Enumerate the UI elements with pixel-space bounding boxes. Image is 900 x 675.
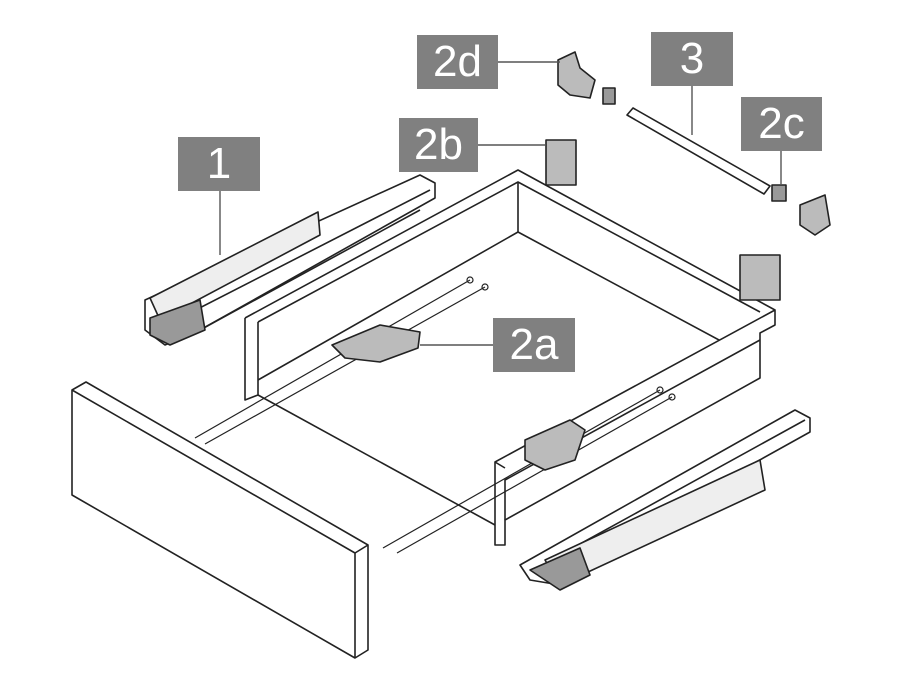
front-bracket-right [524,419,586,471]
rear-bracket-right [739,254,781,301]
drawer-front-panel [71,381,369,659]
label-1-runner: 1 [178,137,260,191]
label-2a-bracket: 2a [493,318,575,372]
front-bracket-left [331,324,421,363]
label-2c-clip: 2c [741,97,822,151]
drawer-box [244,169,776,546]
rear-bracket-2b [545,139,577,186]
runner-right [519,409,811,591]
clip-2d [557,51,616,105]
leader-lines [219,61,782,346]
label-3-rod: 3 [651,32,733,86]
clip-2c [771,184,831,236]
label-2b-bracket: 2b [399,118,478,172]
screws [194,276,676,554]
stabiliser-rod [626,107,771,195]
label-2d-clip: 2d [417,35,498,89]
runner-left [144,174,436,346]
